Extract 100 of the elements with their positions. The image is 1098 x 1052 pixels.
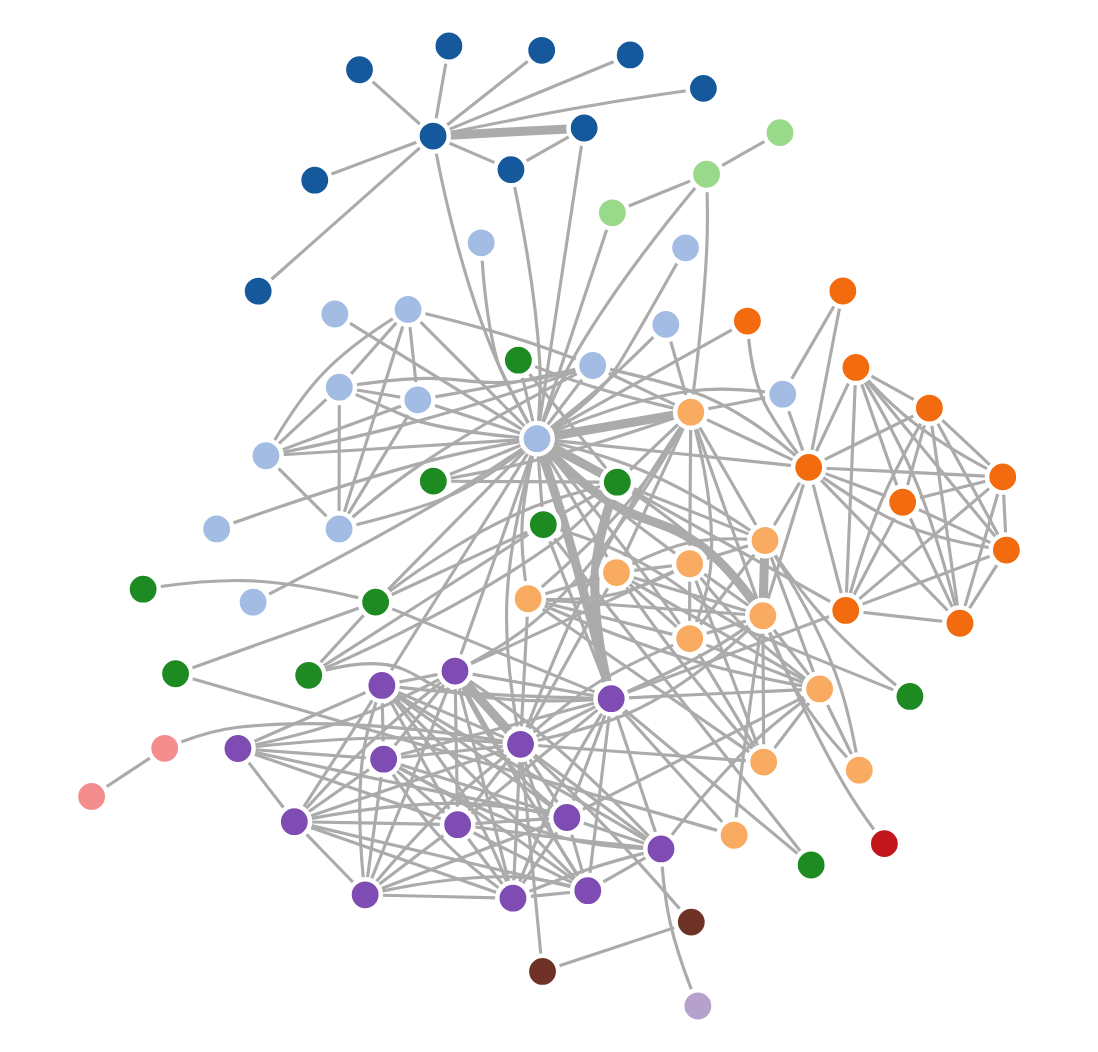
connector <box>704 619 748 636</box>
connector <box>766 482 806 602</box>
connector <box>859 382 899 488</box>
connector <box>869 373 916 402</box>
connector <box>632 564 673 573</box>
connector <box>552 438 793 468</box>
connector <box>535 625 753 743</box>
connector <box>523 759 581 879</box>
connector <box>626 179 692 209</box>
connector <box>860 554 993 607</box>
node-circle <box>321 369 358 406</box>
connector <box>810 307 842 452</box>
node-circle <box>827 592 864 629</box>
connector <box>346 413 411 516</box>
connector <box>825 703 854 757</box>
connector <box>393 696 577 880</box>
node-circle <box>672 394 709 431</box>
connector <box>552 410 676 441</box>
node-circle <box>685 70 722 107</box>
connector <box>329 140 418 176</box>
node-circle <box>673 904 710 941</box>
node-circle <box>463 224 500 261</box>
connector <box>466 836 505 887</box>
node-circle <box>415 463 452 500</box>
connector <box>967 563 999 610</box>
connector <box>607 367 798 458</box>
node-circle <box>548 799 585 836</box>
connector <box>310 820 442 826</box>
connector <box>520 760 543 956</box>
connector <box>541 185 698 424</box>
connector <box>386 449 527 592</box>
connector <box>614 714 658 835</box>
node-circle <box>525 506 562 543</box>
connector <box>811 482 844 596</box>
connector <box>631 486 751 536</box>
node-circle <box>290 657 327 694</box>
connector <box>528 757 560 805</box>
connector <box>379 822 552 891</box>
connector <box>433 367 578 399</box>
connector <box>397 672 440 684</box>
connector <box>825 466 987 478</box>
node-circle <box>824 273 861 309</box>
connector <box>380 875 573 893</box>
connector <box>621 710 724 824</box>
connector <box>396 765 645 851</box>
connector <box>304 679 444 811</box>
connector <box>693 578 760 748</box>
connector <box>517 712 604 884</box>
connector <box>468 679 651 839</box>
connector <box>468 569 675 666</box>
connector <box>625 623 751 694</box>
node-circle <box>594 194 631 231</box>
connector <box>536 455 544 509</box>
connector <box>448 443 522 476</box>
connector <box>390 771 501 890</box>
connector <box>254 748 369 760</box>
connector <box>547 538 607 685</box>
connector <box>471 830 574 885</box>
connector <box>319 612 367 664</box>
connector <box>660 864 694 992</box>
connector <box>527 372 609 471</box>
connector <box>458 453 533 657</box>
node-circle <box>612 36 649 73</box>
connector <box>823 471 888 499</box>
connector <box>272 316 395 443</box>
connector <box>389 606 597 694</box>
connector <box>789 303 837 381</box>
connector <box>266 446 525 597</box>
connector <box>772 552 858 755</box>
connector <box>558 527 896 693</box>
connector <box>769 555 816 675</box>
connector <box>702 572 751 608</box>
connector <box>527 851 646 894</box>
connector <box>253 677 442 747</box>
connector <box>534 704 598 739</box>
connector <box>505 454 535 728</box>
connector <box>179 722 505 744</box>
connector <box>819 478 950 613</box>
connector <box>463 680 513 735</box>
connector <box>158 579 361 600</box>
node-circle <box>598 554 635 591</box>
node-circle <box>762 114 798 151</box>
connector <box>544 598 747 617</box>
connector <box>772 700 812 751</box>
node-circle <box>671 620 708 657</box>
connector <box>588 714 611 875</box>
connector <box>395 692 648 842</box>
connector <box>852 515 897 597</box>
node-circle <box>502 726 539 763</box>
connector <box>820 475 991 550</box>
connector <box>629 537 749 567</box>
connector <box>512 760 522 882</box>
connector <box>540 228 609 425</box>
connector <box>321 532 531 668</box>
connector <box>466 756 512 814</box>
connector <box>630 579 806 682</box>
node-circle <box>415 118 451 154</box>
connector <box>447 59 616 132</box>
connector <box>252 690 368 744</box>
connector <box>354 447 526 527</box>
